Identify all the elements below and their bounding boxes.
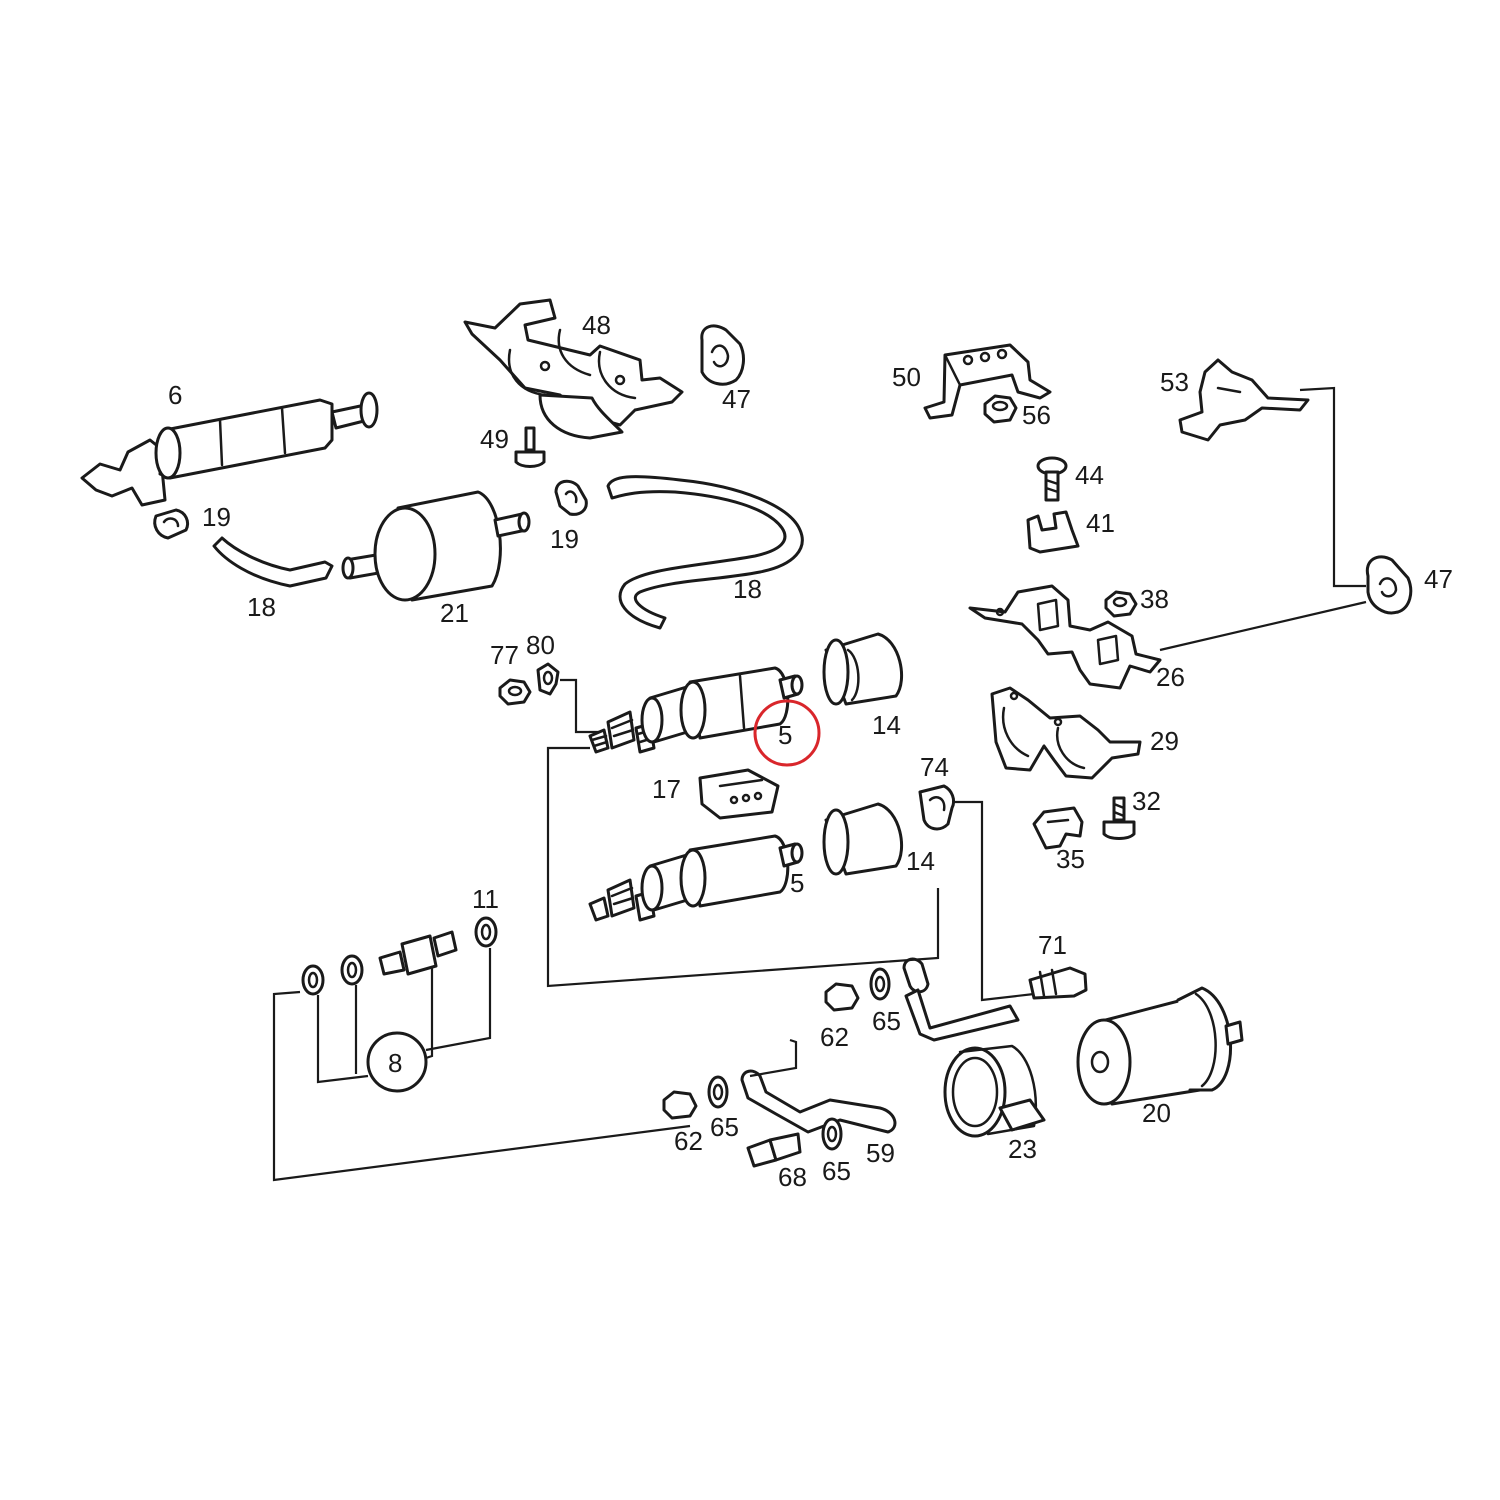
callout-19b: 19 bbox=[550, 524, 579, 554]
callout-47b: 47 bbox=[1424, 564, 1453, 594]
callout-56: 56 bbox=[1022, 400, 1051, 430]
callout-14a: 14 bbox=[872, 710, 901, 740]
part-71-fuel-line bbox=[1028, 966, 1088, 1000]
callout-21: 21 bbox=[440, 598, 469, 628]
part-38-nut bbox=[1104, 590, 1138, 618]
part-32-bolt bbox=[1102, 796, 1136, 840]
part-44-screw bbox=[1036, 456, 1068, 502]
callout-8-circle bbox=[366, 1031, 428, 1093]
part-77-nut bbox=[498, 678, 532, 706]
part-29-clamp bbox=[990, 686, 1142, 780]
part-49-bolt bbox=[514, 426, 546, 468]
callout-29: 29 bbox=[1150, 726, 1179, 756]
callout-6: 6 bbox=[168, 380, 182, 410]
part-20-filter-canister bbox=[1076, 986, 1244, 1106]
callout-38: 38 bbox=[1140, 584, 1169, 614]
part-50-bracket bbox=[923, 343, 1052, 420]
callout-5b: 5 bbox=[790, 868, 804, 898]
part-59-fuel-line-group bbox=[662, 1069, 897, 1168]
part-5-fuel-pump-upper bbox=[588, 666, 804, 754]
callout-53: 53 bbox=[1160, 367, 1189, 397]
callout-32: 32 bbox=[1132, 786, 1161, 816]
part-48-clamp bbox=[463, 298, 684, 440]
callout-5a: 5 bbox=[778, 720, 792, 750]
part-6-accumulator bbox=[80, 391, 379, 507]
part-19b-hose-clip bbox=[554, 479, 588, 516]
part-35-clip bbox=[1032, 806, 1084, 850]
callout-77: 77 bbox=[490, 640, 519, 670]
callout-47a: 47 bbox=[722, 384, 751, 414]
callout-19a: 19 bbox=[202, 502, 231, 532]
part-14-sleeve-upper bbox=[822, 632, 904, 706]
part-19a-hose-clip bbox=[153, 508, 190, 540]
part-26-clamp bbox=[968, 584, 1162, 690]
callout-50: 50 bbox=[892, 362, 921, 392]
callout-17: 17 bbox=[652, 774, 681, 804]
part-53-bracket bbox=[1178, 358, 1310, 442]
callout-62b: 62 bbox=[674, 1126, 703, 1156]
callout-11: 11 bbox=[472, 884, 499, 914]
callout-49: 49 bbox=[480, 424, 509, 454]
callout-71: 71 bbox=[1038, 930, 1067, 960]
callout-8: 8 bbox=[388, 1048, 402, 1078]
part-17-connector bbox=[698, 768, 780, 820]
callout-62a: 62 bbox=[820, 1022, 849, 1052]
callout-14b: 14 bbox=[906, 846, 935, 876]
part-5-fuel-pump-lower bbox=[588, 834, 804, 922]
part-41-clip bbox=[1026, 510, 1080, 554]
part-47a-rubber-mount bbox=[700, 324, 745, 386]
part-56-nut bbox=[983, 394, 1018, 424]
part-21-fuel-filter bbox=[341, 490, 531, 602]
highlight-circle-part-5 bbox=[753, 699, 821, 767]
callout-26: 26 bbox=[1156, 662, 1185, 692]
part-18a-hose bbox=[212, 536, 334, 588]
part-23-clamp-ring bbox=[943, 1044, 1046, 1138]
callout-23: 23 bbox=[1008, 1134, 1037, 1164]
leader-lines bbox=[272, 386, 1367, 1182]
part-18b-hose bbox=[606, 475, 804, 630]
callout-68: 68 bbox=[778, 1162, 807, 1192]
callout-48: 48 bbox=[582, 310, 611, 340]
callout-65b: 65 bbox=[710, 1112, 739, 1142]
part-47b-rubber-mount bbox=[1365, 555, 1413, 615]
callout-35: 35 bbox=[1056, 844, 1085, 874]
callout-80: 80 bbox=[526, 630, 555, 660]
part-14-sleeve-lower bbox=[822, 802, 904, 876]
part-80-lock-washer bbox=[536, 662, 560, 696]
callout-44: 44 bbox=[1075, 460, 1104, 490]
callout-18b: 18 bbox=[733, 574, 762, 604]
callout-74: 74 bbox=[920, 752, 949, 782]
callout-65a: 65 bbox=[872, 1006, 901, 1036]
callout-65c: 65 bbox=[822, 1156, 851, 1186]
part-74-hose-clip bbox=[918, 784, 956, 831]
callout-20: 20 bbox=[1142, 1098, 1171, 1128]
callout-59: 59 bbox=[866, 1138, 895, 1168]
callout-41: 41 bbox=[1086, 508, 1115, 538]
callout-18a: 18 bbox=[247, 592, 276, 622]
part-8-fitting-group bbox=[301, 916, 498, 996]
